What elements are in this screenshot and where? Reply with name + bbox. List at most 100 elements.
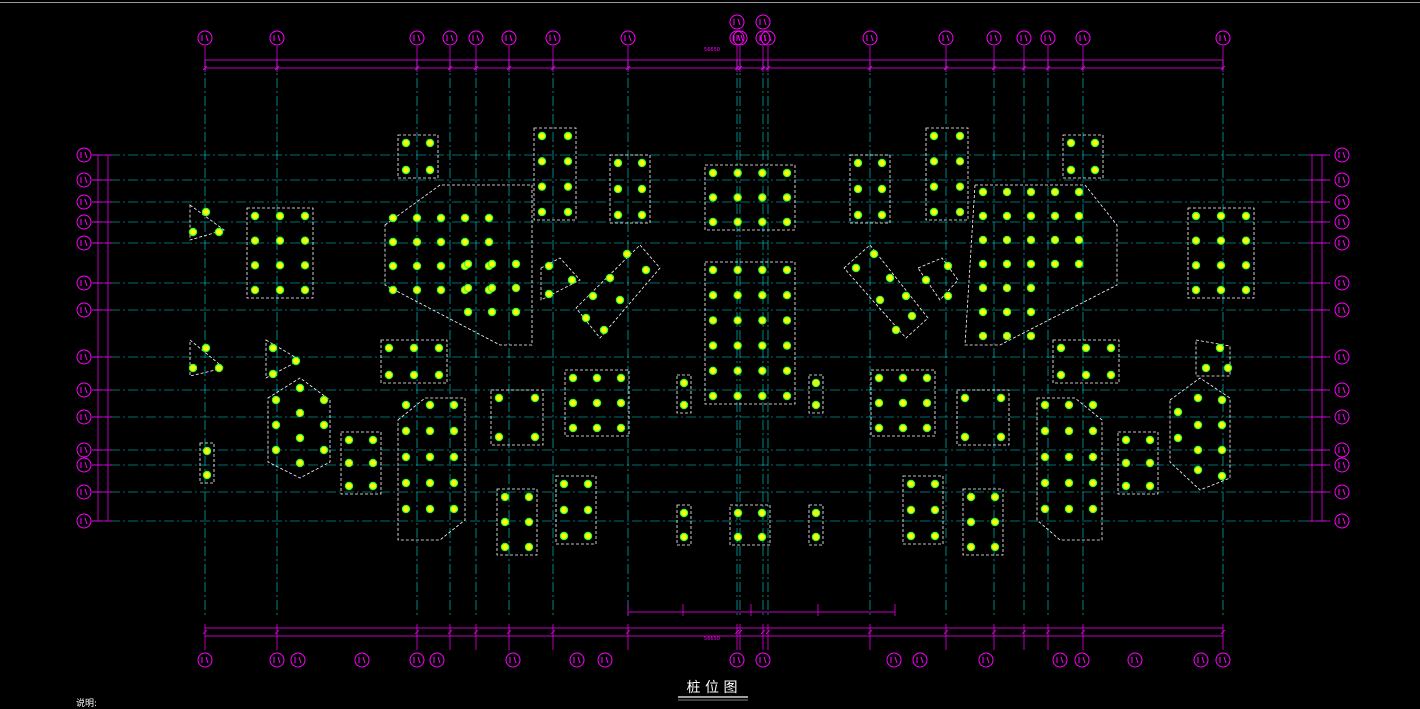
axis-bubble-glyph (768, 34, 772, 42)
axis-bubble-icon (76, 409, 92, 425)
pile-marker-icon (1040, 426, 1050, 436)
pile-marker-icon (1002, 283, 1012, 293)
pile-marker-icon (271, 445, 281, 455)
pile-cap (917, 257, 959, 301)
pile-marker-icon (524, 542, 534, 552)
axis-bubble-icon (76, 442, 92, 458)
pile-marker-icon (524, 492, 534, 502)
axis-bubble-glyph (298, 656, 302, 664)
pile-marker-icon (616, 398, 626, 408)
axis-bubble-glyph (628, 34, 632, 42)
dimension-tick (202, 629, 208, 635)
dimension-tick (447, 65, 453, 71)
axis-bubble-icon (1334, 172, 1350, 188)
axis-bubble-icon (269, 652, 285, 668)
axis-bubble-icon (442, 30, 458, 46)
dimension-tick (737, 629, 743, 635)
pile-cap (575, 244, 661, 339)
axis-bubble-glyph (1060, 656, 1064, 664)
pile-marker-icon (869, 249, 879, 259)
pile-marker-icon (568, 373, 578, 383)
axis-bubble-glyph (84, 413, 88, 421)
pile-marker-icon (1088, 504, 1098, 514)
pile-marker-icon (583, 479, 593, 489)
dimension-tick (943, 629, 949, 635)
pile-marker-icon (1081, 370, 1091, 380)
dimension-lines (92, 46, 1330, 650)
pile-marker-icon (409, 343, 419, 353)
pile-marker-icon (401, 504, 411, 514)
pile-marker-icon (733, 265, 742, 275)
pile-marker-icon (1241, 285, 1251, 295)
pile-marker-icon (708, 341, 718, 350)
pile-marker-icon (388, 285, 398, 295)
dimension-tick (991, 65, 997, 71)
pile-marker-icon (344, 435, 354, 445)
pile-marker-icon (319, 420, 329, 430)
pile-marker-icon (1081, 343, 1091, 353)
pile-cap (1117, 431, 1159, 495)
pile-marker-icon (758, 291, 767, 300)
pile-marker-icon (1026, 283, 1036, 293)
axis-bubble-glyph (1135, 656, 1139, 664)
axis-bubble-glyph (1048, 34, 1052, 42)
pile-marker-icon (1216, 236, 1226, 245)
pile-marker-icon (978, 187, 988, 197)
pile-marker-icon (708, 366, 718, 375)
pile-marker-icon (811, 532, 821, 542)
pile-marker-icon (1173, 407, 1183, 417)
pile-marker-icon (214, 363, 224, 373)
pile-marker-icon (891, 325, 901, 335)
pile-marker-icon (412, 285, 422, 295)
axis-bubble-icon (1040, 30, 1056, 46)
pile-marker-icon (537, 207, 547, 217)
dimension-tick (734, 629, 740, 635)
axis-bubble-glyph (1342, 488, 1346, 496)
axis-bubble-icon (760, 30, 776, 46)
pile-marker-icon (1216, 261, 1226, 270)
pile-marker-icon (616, 423, 626, 433)
pile-marker-icon (524, 517, 534, 527)
pile-marker-icon (757, 532, 767, 542)
dimension-tick (760, 65, 766, 71)
pile-marker-icon (1064, 478, 1074, 488)
pile-marker-icon (1088, 426, 1098, 436)
axis-bubble-icon (429, 652, 445, 668)
axis-bubble-icon (76, 457, 92, 473)
pile-marker-icon (300, 236, 310, 245)
dimension-tick (1021, 629, 1027, 635)
pile-marker-icon (559, 479, 569, 489)
pile-marker-icon (463, 259, 473, 269)
pile-marker-icon (922, 398, 932, 408)
axis-bubble-icon (1074, 652, 1090, 668)
pile-marker-icon (1002, 307, 1012, 317)
pile-cap (956, 389, 1010, 446)
pile-marker-icon (708, 193, 718, 202)
pile-marker-icon (368, 435, 378, 445)
pile-marker-icon (202, 446, 212, 456)
pile-marker-icon (758, 168, 767, 178)
pile-marker-icon (1064, 452, 1074, 462)
pile-marker-icon (955, 182, 965, 191)
pile-marker-icon (537, 157, 547, 166)
pile-marker-icon (500, 542, 510, 552)
axis-bubble-icon (197, 30, 213, 46)
pile-cap (189, 204, 225, 241)
pile-marker-icon (758, 366, 767, 375)
axis-bubble-icon (729, 14, 745, 30)
pile-marker-icon (449, 400, 459, 410)
pile-marker-icon (1066, 165, 1076, 175)
pile-marker-icon (679, 532, 689, 542)
pile-marker-icon (990, 492, 1000, 502)
axis-bubble-icon (1334, 349, 1350, 365)
pile-cap (540, 257, 581, 301)
pile-marker-icon (929, 182, 939, 191)
pile-cap (397, 397, 466, 541)
pile-marker-icon (929, 131, 939, 141)
pile-marker-icon (1145, 481, 1155, 491)
pile-marker-icon (1064, 400, 1074, 410)
axis-bubble-glyph (894, 656, 898, 664)
pile-marker-icon (319, 445, 329, 455)
dimension-tick (943, 65, 949, 71)
